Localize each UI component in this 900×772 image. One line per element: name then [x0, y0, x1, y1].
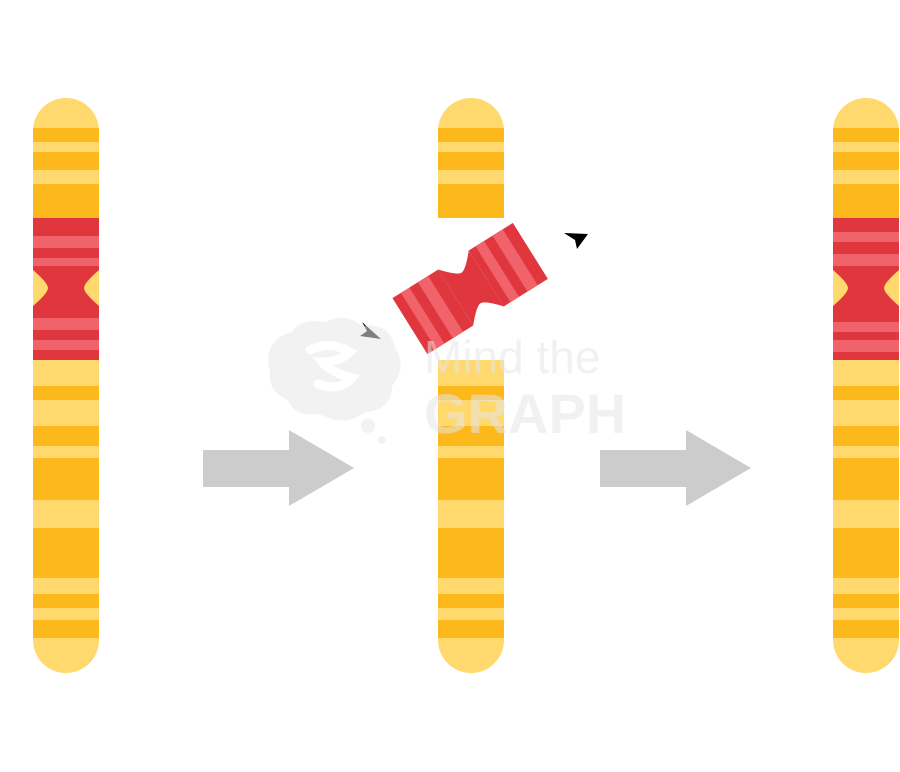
- chromosome-inverted: [833, 98, 899, 673]
- chromosome-original: [33, 98, 99, 673]
- chromosome-top-fragment: [438, 98, 504, 218]
- chromosome-broken: [360, 98, 588, 673]
- watermark: Mind the GRAPH: [268, 317, 626, 445]
- chromosome-bottom-fragment: [438, 360, 504, 673]
- watermark-line2: GRAPH: [424, 382, 626, 445]
- watermark-line1: Mind the: [424, 331, 600, 383]
- excised-segment: [392, 222, 548, 355]
- brain-icon: [268, 317, 401, 444]
- process-arrow-1: [203, 430, 354, 506]
- process-arrow-2: [600, 430, 751, 506]
- arrowhead-icon: [564, 233, 588, 249]
